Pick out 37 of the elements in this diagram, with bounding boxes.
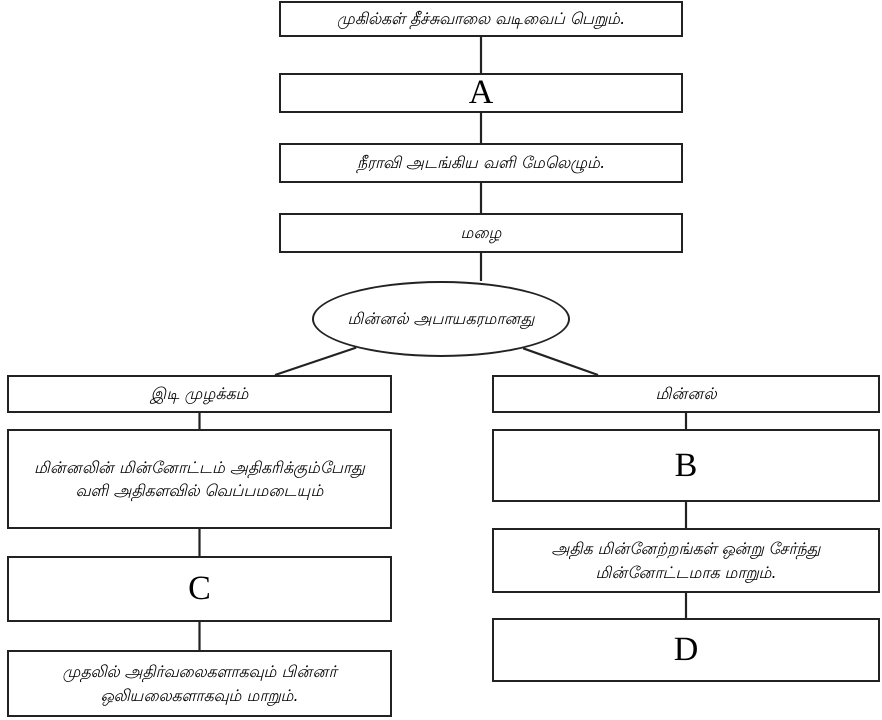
flow-box <box>492 375 880 413</box>
connector-line <box>198 529 201 556</box>
connector-line <box>480 183 482 213</box>
connector-line <box>480 37 482 73</box>
box-text: முதலில் அதிர்வலைகளாகவும் பின்னர் ஒலியலைகளாகவும் மாறும். <box>61 661 340 707</box>
connector-line <box>684 502 688 528</box>
connector-line <box>274 346 356 376</box>
box-text: மின்னல் <box>656 383 716 406</box>
flow-box <box>7 650 392 717</box>
placeholder-letter: A <box>468 76 494 110</box>
box-text: அதிக மின்னேற்றங்கள் ஒன்று சேர்ந்து மின்னோட்டமாக மாறும். <box>550 538 822 584</box>
flow-box <box>7 429 392 529</box>
box-text: மழை <box>460 222 502 245</box>
flow-box <box>492 618 880 682</box>
box-text: மின்னல் அபாயகரமானது <box>347 308 535 331</box>
connector-line <box>522 347 598 376</box>
box-text: இடி முழக்கம் <box>150 383 249 406</box>
connector-line <box>684 593 688 618</box>
flow-box <box>492 528 880 593</box>
placeholder-letter: D <box>674 633 698 667</box>
placeholder-letter: B <box>674 448 698 482</box>
connector-line <box>198 413 201 429</box>
connector-line <box>198 622 201 650</box>
flow-box <box>7 375 392 413</box>
box-text: மின்னலின் மின்னோட்டம் அதிகரிக்கும்போது வளி அதிகளவில் வெப்பமடையும் <box>32 456 366 502</box>
box-text: நீராவி அடங்கிய வளி மேலெழும். <box>356 152 606 175</box>
flow-box <box>279 143 683 183</box>
connector-line <box>480 113 482 143</box>
flow-box <box>492 429 880 502</box>
connector-line <box>480 253 482 281</box>
connector-line <box>684 413 688 429</box>
flow-box <box>279 1 683 37</box>
placeholder-letter: C <box>188 572 211 606</box>
flow-box <box>7 556 392 622</box>
flow-box <box>279 213 683 253</box>
flow-box <box>279 73 683 113</box>
box-text: முகில்கள் தீச்சுவாலை வடிவைப் பெறும். <box>336 8 626 31</box>
